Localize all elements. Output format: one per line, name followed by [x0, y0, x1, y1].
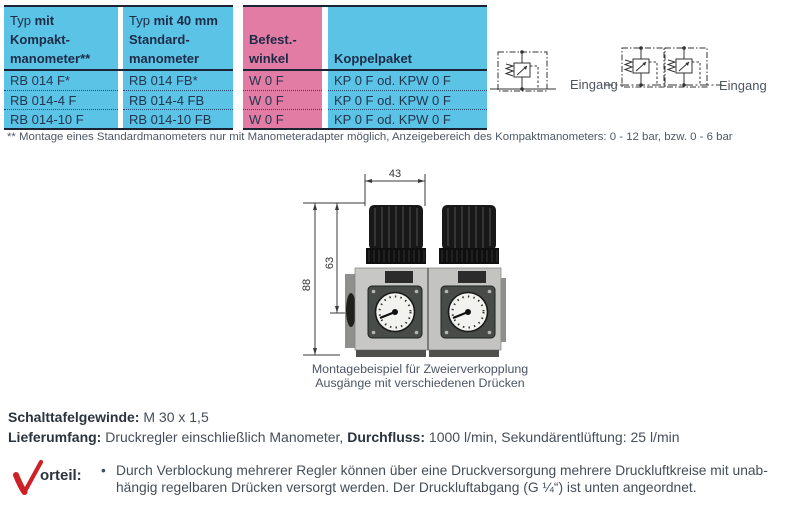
eingang-label-right: Eingang	[719, 78, 767, 93]
header-line: Standard-	[129, 32, 190, 47]
spec-value: M 30 x 1,5	[143, 409, 209, 425]
eingang-label-left: Eingang	[570, 77, 618, 92]
column-header-befestigungswinkel: Befest.- winkel	[243, 7, 322, 69]
dimension-lines	[303, 174, 426, 356]
regulator-schematic-icon	[490, 45, 722, 92]
column-header-koppelpaket: Koppelpaket	[328, 7, 487, 69]
header-mit-label: mit	[34, 13, 55, 28]
vorteil-text: • Durch Verblockung mehrerer Regler könne…	[101, 463, 796, 496]
caption-line-2: Ausgänge mit verschiedenen Drücken	[315, 376, 525, 390]
spec-label: Durchfluss:	[347, 429, 426, 445]
type-table-left-group: Typ mit Kompakt- manometer** RB 014 F* R…	[4, 5, 233, 130]
table-cell: KP 0 F od. KPW 0 F	[328, 109, 487, 128]
table-cell: RB 014-4 F	[4, 90, 118, 109]
spec-label: Schalttafelgewinde:	[8, 409, 140, 425]
table-cell: RB 014-10 F	[4, 109, 118, 128]
header-divider-rule	[4, 69, 233, 71]
footnote-text: ** Montage eines Standardmanometers nur …	[7, 131, 733, 143]
table-cell: RB 014 F*	[10, 73, 70, 88]
figure-caption: Montagebeispiel für Zweierverkopplung Au…	[275, 362, 565, 390]
regulator-symbol-single	[490, 49, 556, 92]
table-cell: KP 0 F od. KPW 0 F	[334, 73, 451, 88]
bullet-point: •	[101, 463, 106, 478]
caption-line-1: Montagebeispiel für Zweierverkopplung	[311, 362, 529, 376]
column-koppelpaket: Koppelpaket KP 0 F od. KPW 0 F KP 0 F od…	[328, 7, 487, 128]
table-cell: RB 014-10 FB	[123, 109, 233, 128]
vorteil-line-1: Durch Verblockung mehrerer Regler können…	[116, 463, 768, 478]
header-line: Kompakt-	[10, 32, 70, 47]
column-header-standardmanometer: Typ mit 40 mm Standard- manometer	[123, 7, 233, 69]
header-divider-rule	[243, 69, 487, 71]
header-line: manometer	[129, 51, 200, 66]
table-cell: RB 014-4 FB	[123, 90, 233, 109]
header-mit40-label: mit 40 mm	[153, 13, 218, 28]
column-standardmanometer: Typ mit 40 mm Standard- manometer RB 014…	[123, 7, 233, 128]
header-line: Koppelpaket	[334, 51, 413, 66]
adjustment-knob-left	[366, 205, 426, 264]
header-line: manometer**	[10, 51, 91, 66]
header-typ-label: Typ	[129, 13, 150, 28]
regulator-symbol-double	[604, 45, 722, 88]
table-cell: KP 0 F od. KPW 0 F	[328, 90, 487, 109]
table-cell: RB 014 FB*	[129, 73, 198, 88]
column-gap	[118, 7, 123, 128]
spec-value: Druckregler einschließlich Manometer,	[105, 429, 344, 445]
column-befestigungswinkel: Befest.- winkel W 0 F W 0 F W 0 F	[243, 7, 322, 128]
pressure-gauge-right	[440, 285, 496, 339]
spec-schalttafelgewinde: Schalttafelgewinde: M 30 x 1,5	[8, 409, 209, 425]
vorteil-label: orteil:	[40, 467, 82, 484]
dim-63-label: 63	[324, 257, 336, 269]
column-kompaktmanometer: Typ mit Kompakt- manometer** RB 014 F* R…	[4, 7, 118, 128]
dim-43-label: 43	[389, 168, 401, 180]
check-icon	[13, 459, 44, 495]
spec-label: Lieferumfang:	[8, 429, 102, 445]
column-gap	[322, 7, 328, 128]
spec-lieferumfang: Lieferumfang: Druckregler einschließlich…	[8, 429, 680, 445]
table-cell: W 0 F	[243, 90, 322, 109]
spec-value: 1000 l/min, Sekundärentlüftung: 25 l/min	[428, 429, 680, 445]
vorteil-line-2: hängig regelbaren Drücken versorgt werde…	[116, 479, 697, 495]
table-cell: W 0 F	[249, 73, 284, 88]
pressure-regulator-pair-photo	[345, 205, 506, 357]
table-cell: W 0 F	[243, 109, 322, 128]
dim-88-label: 88	[301, 279, 313, 291]
pressure-gauge-left	[367, 285, 423, 339]
header-line: winkel	[249, 51, 289, 66]
column-header-kompaktmanometer: Typ mit Kompakt- manometer**	[4, 7, 118, 69]
type-table-right-group: Befest.- winkel W 0 F W 0 F W 0 F Koppel…	[243, 5, 487, 130]
header-line: Befest.-	[249, 32, 297, 47]
header-typ-label: Typ	[10, 13, 31, 28]
product-photo-with-dimensions: 43 63 88	[301, 168, 506, 357]
adjustment-knob-right	[439, 205, 499, 264]
